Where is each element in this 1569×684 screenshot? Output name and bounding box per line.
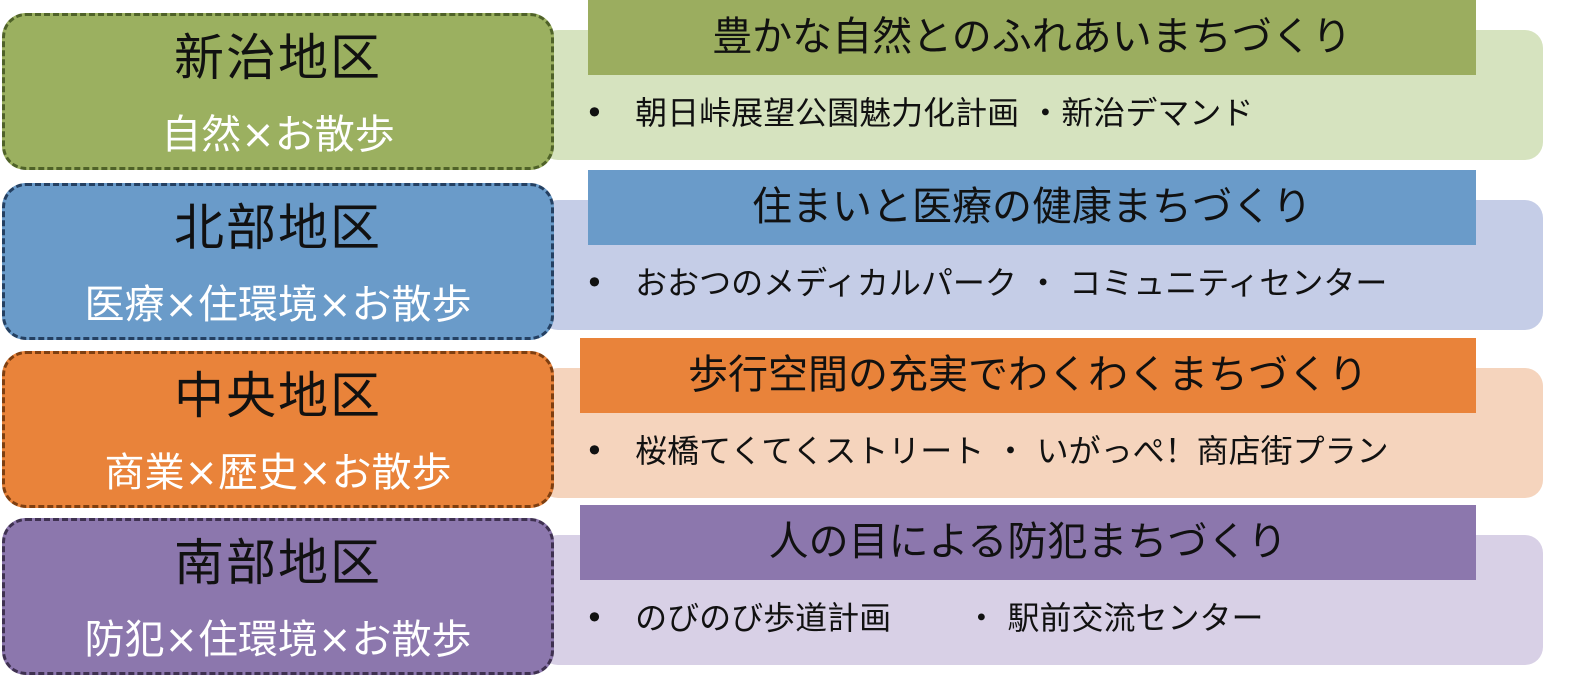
district-title-bar: 住まいと医療の健康まちづくり [588,170,1476,245]
bullet-items: のびのび歩道計画 ・ 駅前交流センター [635,599,1264,637]
district-box: 北部地区 医療×住環境×お散歩 [2,183,554,340]
bullet-list: • 桜橋てくてくストリート ・ いがっぺ！商店街プラン [585,421,1389,481]
district-title-bar: 人の目による防犯まちづくり [580,505,1476,580]
bullet-items: 桜橋てくてくストリート ・ いがっぺ！商店街プラン [635,432,1389,470]
bullet-items: おおつのメディカルパーク ・ コミュニティセンター [635,264,1388,302]
bullet-items: 朝日峠展望公園魅力化計画 ・新治デマンド [635,94,1254,132]
bullet-list: • 朝日峠展望公園魅力化計画 ・新治デマンド [585,83,1253,143]
bullet-icon: • [585,94,604,132]
district-box: 新治地区 自然×お散歩 [2,13,554,170]
district-name: 南部地区 [174,534,382,592]
district-themes: 自然×お散歩 [161,112,395,158]
district-name: 中央地区 [174,367,382,425]
district-row-chuo: 歩行空間の充実でわくわくまちづくり • 桜橋てくてくストリート ・ いがっぺ！商… [0,338,1569,508]
district-title: 歩行空間の充実でわくわくまちづくり [688,352,1368,398]
district-box: 南部地区 防犯×住環境×お散歩 [2,518,554,675]
bullet-icon: • [585,599,604,637]
district-title: 住まいと医療の健康まちづくり [752,184,1312,230]
district-row-nanbu: 人の目による防犯まちづくり • のびのび歩道計画 ・ 駅前交流センター 南部地区… [0,505,1569,675]
district-box: 中央地区 商業×歴史×お散歩 [2,351,554,508]
district-title: 人の目による防犯まちづくり [768,519,1288,565]
district-name: 新治地区 [174,29,382,87]
district-themes: 商業×歴史×お散歩 [104,450,452,496]
district-themes: 防犯×住環境×お散歩 [84,617,472,663]
bullet-icon: • [585,432,604,470]
district-themes: 医療×住環境×お散歩 [84,282,472,328]
district-title-bar: 豊かな自然とのふれあいまちづくり [588,0,1476,75]
bullet-list: • のびのび歩道計画 ・ 駅前交流センター [585,588,1264,648]
district-title-bar: 歩行空間の充実でわくわくまちづくり [580,338,1476,413]
district-title: 豊かな自然とのふれあいまちづくり [712,14,1352,60]
district-row-hokubu: 住まいと医療の健康まちづくり • おおつのメディカルパーク ・ コミュニティセン… [0,170,1569,340]
bullet-icon: • [585,264,604,302]
district-row-niiji: 豊かな自然とのふれあいまちづくり • 朝日峠展望公園魅力化計画 ・新治デマンド … [0,0,1569,170]
district-name: 北部地区 [174,199,382,257]
bullet-list: • おおつのメディカルパーク ・ コミュニティセンター [585,253,1387,313]
